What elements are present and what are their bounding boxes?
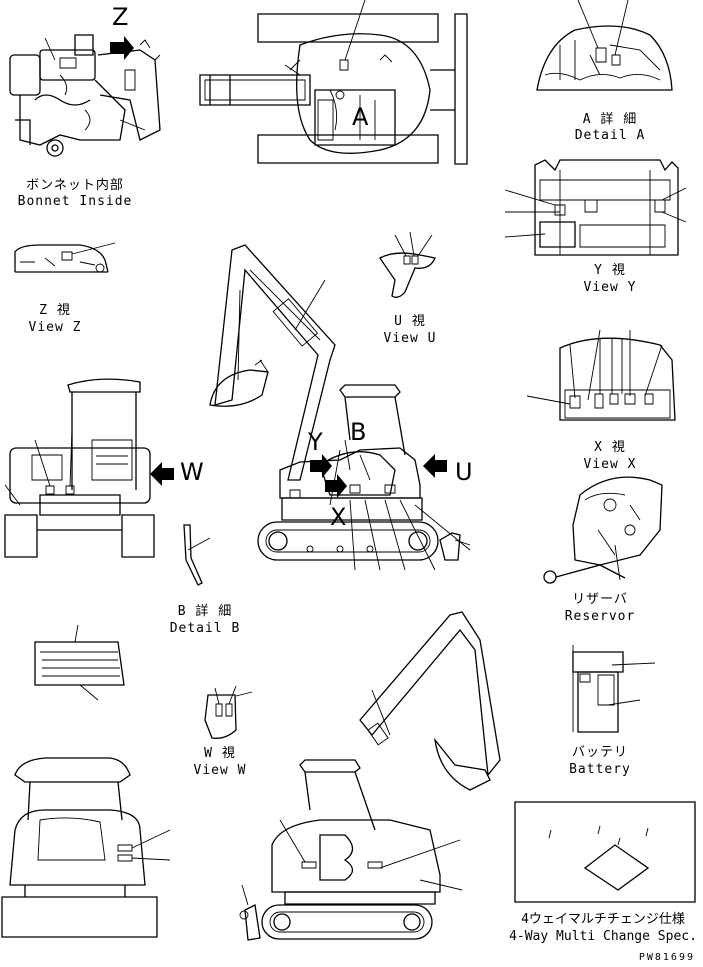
front-view-drawing bbox=[5, 379, 174, 557]
reservor-drawing bbox=[544, 477, 662, 583]
plate-drawing bbox=[35, 625, 124, 700]
view-w-drawing bbox=[205, 686, 252, 738]
battery-label-jp: バッテリ bbox=[571, 745, 628, 760]
reservor-label-en: Reservor bbox=[564, 609, 636, 624]
top-view-drawing bbox=[200, 0, 467, 164]
letter-x: X bbox=[330, 503, 347, 531]
view-z-label-en: View Z bbox=[28, 320, 82, 335]
view-x-label-en: View X bbox=[583, 457, 637, 472]
view-x-label-jp: X 視 bbox=[594, 440, 626, 455]
detail-b-drawing bbox=[184, 525, 210, 585]
battery-drawing bbox=[573, 645, 655, 732]
detail-b-label-en: Detail B bbox=[169, 621, 241, 636]
bonnet-inside-label-jp: ボンネット内部 bbox=[26, 178, 124, 193]
view-y-drawing bbox=[505, 160, 686, 255]
detail-a-label-en: Detail A bbox=[574, 128, 646, 143]
document-number: PW81699 bbox=[638, 952, 695, 963]
detail-a-drawing bbox=[537, 0, 672, 90]
view-y-label-en: View Y bbox=[583, 280, 637, 295]
battery-label-en: Battery bbox=[569, 762, 631, 777]
letter-y: Y bbox=[308, 428, 323, 456]
multi-change-label-en: 4-Way Multi Change Spec. bbox=[509, 929, 697, 944]
main-excavator-drawing bbox=[210, 245, 470, 570]
bottom-excavator-drawing bbox=[240, 612, 500, 940]
view-u-label-jp: U 視 bbox=[394, 314, 426, 329]
detail-b-label-jp: B 詳 細 bbox=[177, 604, 233, 619]
view-x-drawing bbox=[527, 330, 675, 420]
rear-view-drawing bbox=[2, 758, 170, 937]
bonnet-inside-label-en: Bonnet Inside bbox=[17, 194, 133, 209]
bonnet-inside-drawing bbox=[10, 35, 160, 156]
detail-a-label-jp: A 詳 細 bbox=[582, 112, 638, 127]
view-w-label-jp: W 視 bbox=[204, 746, 236, 761]
view-u-label-en: View U bbox=[383, 331, 437, 346]
view-z-label-jp: Z 視 bbox=[39, 303, 71, 318]
letter-u: U bbox=[455, 458, 473, 486]
letter-z: Z bbox=[112, 3, 129, 31]
letter-w: W bbox=[180, 458, 204, 486]
view-w-label-en: View W bbox=[193, 763, 247, 778]
multi-change-label-jp: 4ウェイマルチチェンジ仕様 bbox=[521, 912, 685, 927]
reservor-label-jp: リザーバ bbox=[572, 592, 628, 607]
view-y-label-jp: Y 視 bbox=[594, 263, 626, 278]
letter-b: B bbox=[350, 418, 367, 446]
view-u-drawing bbox=[380, 232, 435, 297]
letter-a: A bbox=[352, 103, 369, 131]
view-z-drawing bbox=[15, 243, 115, 272]
multi-change-drawing bbox=[515, 802, 695, 902]
